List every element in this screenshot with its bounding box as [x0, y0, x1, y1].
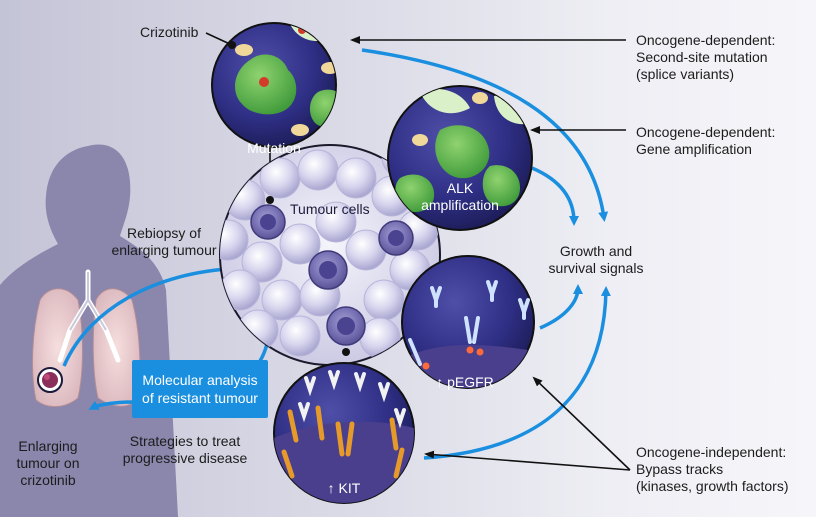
oncogene-dependent-amplification-label: Oncogene-dependent: Gene amplification [636, 124, 775, 158]
molecular-analysis-box: Molecular analysis of resistant tumour [132, 360, 268, 418]
molecular-line2: of resistant tumour [142, 390, 258, 406]
od2-line1: Oncogene-dependent: [636, 124, 776, 140]
enlarging-line2: tumour on [16, 455, 80, 471]
connection-dots [228, 41, 350, 356]
mutation-circle [211, 22, 337, 148]
growth-signals-label: Growth and survival signals [536, 243, 656, 277]
enlarging-line1: Enlarging [18, 438, 78, 454]
resistant-cells [250, 204, 414, 346]
od2-line2: Gene amplification [636, 141, 752, 157]
patient-silhouette [0, 144, 178, 517]
mutation-label: Mutation [247, 140, 301, 156]
alk-line2: amplification [421, 197, 499, 213]
pegfr-label: ↑ pEGFR [436, 374, 494, 390]
oncogene-independent-label: Oncogene-independent: Bypass tracks (kin… [636, 444, 789, 495]
enlarging-tumour-label: Enlarging tumour on crizotinib [0, 438, 96, 489]
lung-tumour [37, 367, 63, 393]
alk-line1: ALK [446, 180, 474, 196]
growth-line1: Growth and [559, 243, 633, 259]
rebiopsy-label: Rebiopsy of enlarging tumour [94, 225, 234, 259]
od1-line1: Oncogene-dependent: [636, 32, 776, 48]
strategies-line1: Strategies to treat [129, 433, 241, 449]
oi-line1: Oncogene-independent: [636, 444, 787, 460]
alk-amplification-circle [387, 85, 533, 231]
kit-circle [273, 362, 415, 504]
rebiopsy-line2: enlarging tumour [111, 242, 217, 258]
oncogene-dependent-mutation-label: Oncogene-dependent: Second-site mutation… [636, 32, 775, 83]
oi-line3: (kinases, growth factors) [636, 478, 789, 494]
kit-label: ↑ KIT [327, 480, 361, 496]
od1-line3: (splice variants) [636, 66, 735, 82]
strategies-line2: progressive disease [122, 450, 248, 466]
alk-amplification-label: ALK amplification [410, 180, 510, 214]
crizotinib-label: Crizotinib [140, 24, 199, 40]
growth-line2: survival signals [548, 260, 644, 276]
rebiopsy-line1: Rebiopsy of [127, 225, 201, 241]
oi-line2: Bypass tracks [636, 461, 724, 477]
strategies-label: Strategies to treat progressive disease [110, 433, 260, 467]
enlarging-line3: crizotinib [20, 472, 76, 488]
molecular-line1: Molecular analysis [142, 372, 258, 388]
od1-line2: Second-site mutation [636, 49, 768, 65]
tumour-cells-label: Tumour cells [290, 201, 370, 217]
